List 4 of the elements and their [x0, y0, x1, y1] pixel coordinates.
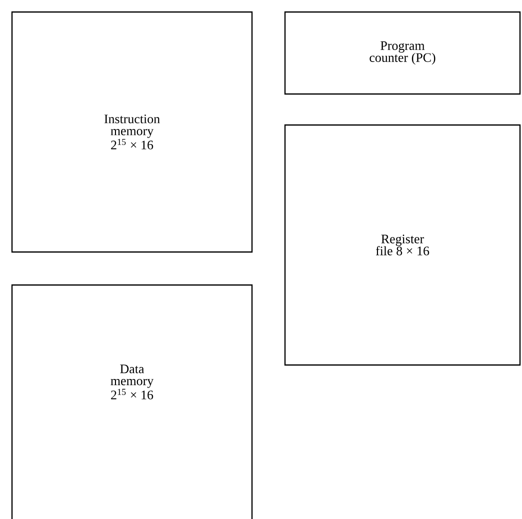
- memory-box: Instruction memory 2$^{15}$ × 16: [11, 11, 253, 253]
- register-box: Program counter (PC): [284, 11, 521, 95]
- memory-box: Register file 8 × 16: [284, 124, 521, 366]
- memory-box: Data memory 2$^{15}$ × 16: [11, 284, 253, 519]
